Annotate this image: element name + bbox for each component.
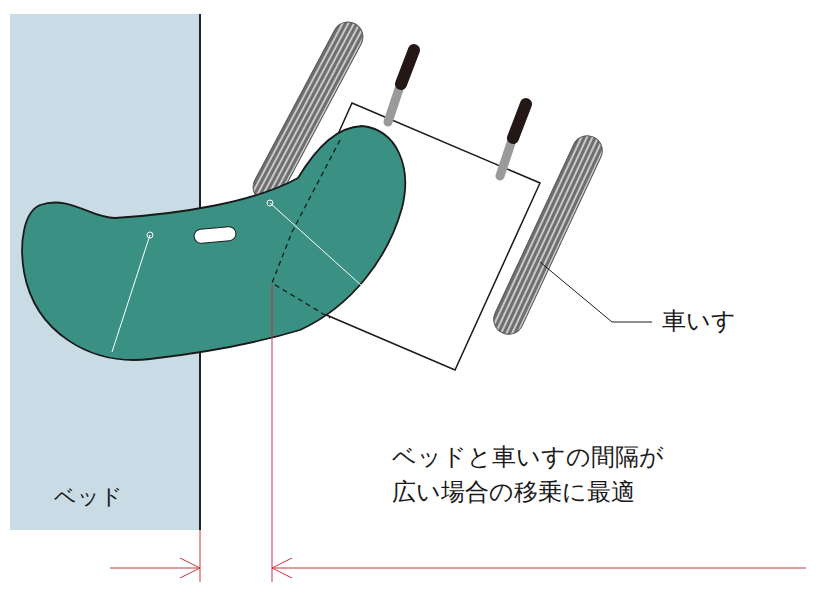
usage-note: ベッドと車いすの間隔が 広い場合の移乗に最適 (392, 440, 722, 510)
gap-dimension (110, 285, 806, 582)
wheelchair-label: 車いす (662, 304, 736, 339)
board-mark (267, 200, 273, 206)
grip-hole (193, 226, 236, 244)
bed-label: ベッド (54, 482, 123, 513)
transfer-board (22, 126, 405, 360)
push-handle (388, 50, 414, 122)
board-line (270, 203, 362, 286)
push-handle (500, 104, 526, 176)
board-line (112, 235, 150, 352)
board-mark (147, 232, 153, 238)
leader-line (540, 262, 652, 322)
bed: ベッド (10, 14, 200, 530)
hidden-seat-edge (272, 140, 340, 318)
